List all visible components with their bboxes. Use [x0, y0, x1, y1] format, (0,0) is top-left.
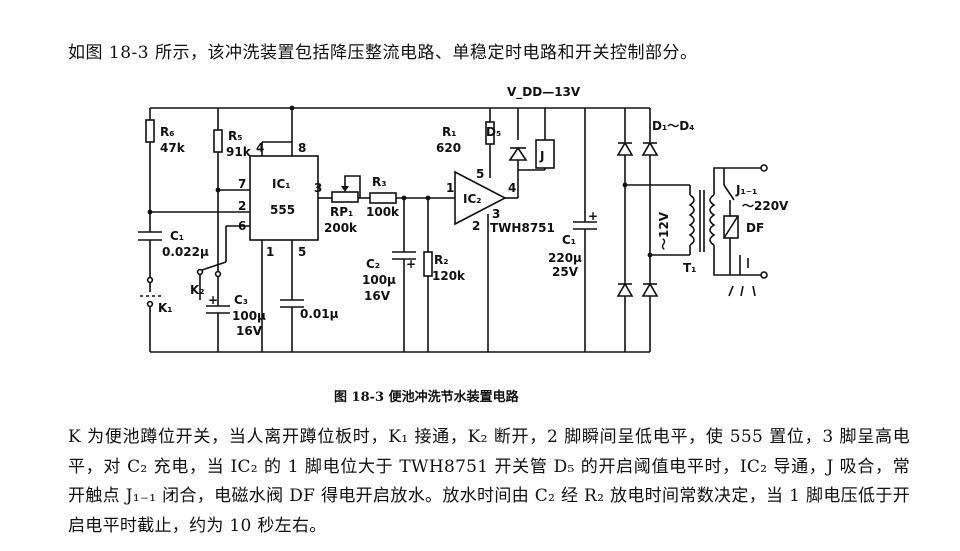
- j11-label: J₁₋₁: [735, 183, 757, 197]
- c1b-plus: +: [588, 209, 598, 223]
- transformer-t1: [688, 194, 695, 246]
- r3-label: R₃: [372, 175, 387, 189]
- r2-label: R₂: [434, 253, 449, 267]
- v12-label: ～12V: [657, 211, 671, 250]
- c1-label: C₁: [170, 229, 184, 243]
- vdd-label: V_DD—13V: [507, 85, 581, 100]
- d5-label: D₅: [486, 125, 501, 139]
- ac-terminal-top: [760, 164, 768, 172]
- intro-text: 如图 18-3 所示，该冲洗装置包括降压整流电路、单稳定时电路和开关控制部分。: [68, 43, 698, 63]
- c1b-value: 220μ: [548, 251, 582, 265]
- c-pin5-value: 0.01μ: [300, 307, 339, 321]
- r3-resistor: [369, 192, 397, 204]
- r1-value: 620: [436, 141, 461, 155]
- figure-caption: 图 18-3 便池冲洗节水装置电路: [334, 390, 519, 405]
- ic2-twh8751: [454, 170, 507, 226]
- ic1-555-chip: [249, 155, 319, 241]
- ic1-pin6: 6: [238, 219, 246, 233]
- c3-label: C₃: [234, 293, 248, 307]
- ic2-pin5: 5: [476, 167, 484, 181]
- ic1-pin8: 8: [298, 141, 306, 155]
- water-drip: [728, 285, 734, 297]
- ic1-pin1: 1: [266, 245, 274, 259]
- ic2-pin2: 2: [472, 219, 480, 233]
- c3-voltage: 16V: [236, 324, 263, 338]
- t1-label: T₁: [683, 261, 696, 275]
- ic2-pin1: 1: [446, 181, 454, 195]
- body-paragraph: K 为便池蹲位开关，当人离开蹲位板时，K₁ 接通，K₂ 断开，2 脚瞬间呈低电平…: [68, 427, 910, 536]
- diodes-label: D₁～D₄: [652, 119, 694, 133]
- r2-resistor: [423, 251, 433, 277]
- rp1-label: RP₁: [330, 205, 353, 219]
- r6-resistor: [145, 119, 155, 143]
- rp1-potentiometer: [331, 191, 359, 203]
- k1-label: K₁: [158, 301, 173, 315]
- r5-label: R₅: [228, 129, 243, 143]
- c3-plus: +: [208, 293, 218, 307]
- k2-label: K₂: [190, 283, 205, 297]
- c2-label: C₂: [366, 257, 380, 271]
- r1-label: R₁: [442, 125, 457, 139]
- ic2-pin3: 3: [492, 207, 500, 221]
- j11-contact: [723, 184, 735, 201]
- diode-d4: [641, 282, 659, 297]
- ac-terminal-bottom: [760, 271, 768, 279]
- relay-label: J: [539, 149, 544, 163]
- r2-value: 120k: [432, 269, 466, 283]
- r3-value: 100k: [366, 205, 400, 219]
- ic2-label: IC₂: [463, 192, 482, 206]
- c2-value: 100μ: [362, 273, 396, 287]
- ic1-pin7: 7: [238, 177, 246, 191]
- ic1-pin2: 2: [238, 199, 246, 213]
- r6-value: 47k: [160, 141, 186, 155]
- c2-plus: +: [406, 257, 416, 271]
- r5-resistor: [213, 129, 223, 153]
- ic1-type: 555: [270, 203, 295, 217]
- v220-label: ～220V: [742, 199, 789, 213]
- r6-label: R₆: [160, 125, 175, 139]
- rp1-value: 200k: [324, 221, 358, 235]
- ic2-pin4: 4: [508, 181, 516, 195]
- ic1-pin4: 4: [256, 141, 264, 155]
- c2-voltage: 16V: [364, 289, 391, 303]
- diode-d2: [641, 141, 659, 156]
- diode-d3: [616, 282, 634, 297]
- r5-value: 91k: [226, 145, 252, 159]
- c1b-voltage: 25V: [552, 265, 579, 279]
- ic2-type: TWH8751: [490, 221, 555, 235]
- df-label: DF: [746, 221, 764, 235]
- d5-diode: [508, 146, 528, 161]
- c1b-label: C₁: [562, 233, 576, 247]
- diode-d1: [616, 141, 634, 156]
- k2-switch: [196, 268, 204, 276]
- c1-value: 0.022μ: [162, 245, 209, 259]
- ic1-label: IC₁: [272, 177, 291, 191]
- ic1-pin3: 3: [314, 181, 322, 195]
- ic1-pin5: 5: [298, 245, 306, 259]
- relay-j: [535, 139, 555, 169]
- c3-value: 100μ: [232, 309, 266, 323]
